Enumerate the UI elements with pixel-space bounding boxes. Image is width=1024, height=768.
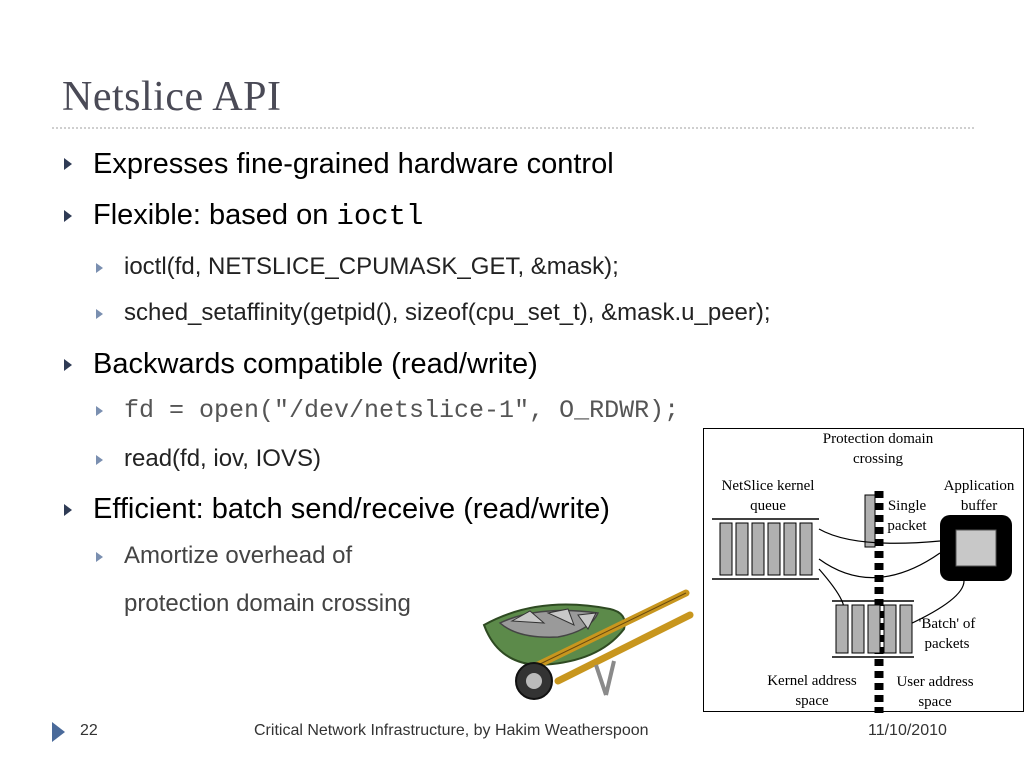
label-batch-packets: 'Batch' of packets bbox=[902, 614, 992, 654]
label-application-buffer: Application buffer bbox=[928, 476, 1024, 516]
label-kernel-address-space-line1: Kernel address bbox=[767, 673, 857, 689]
bullet-flexible-text: Flexible: based on bbox=[93, 199, 337, 231]
sub-bullet-arrow-icon bbox=[96, 309, 103, 319]
label-application-buffer-line1: Application bbox=[943, 478, 1015, 494]
label-batch-packets-line1: 'Batch' of bbox=[918, 616, 976, 632]
sub-bullet-amortize-line1: Amortize overhead of bbox=[124, 542, 353, 569]
sub-bullet-open-call: fd = open("/dev/netslice-1", O_RDWR); bbox=[124, 396, 680, 425]
label-kernel-address-space: Kernel address space bbox=[744, 671, 880, 711]
bullet-flexible: Flexible: based on ioctl bbox=[93, 199, 423, 233]
label-protection-domain-line1: Protection domain bbox=[822, 431, 934, 447]
footer-presentation-title: Critical Network Infrastructure, by Haki… bbox=[254, 722, 649, 739]
label-batch-packets-line2: packets bbox=[924, 636, 970, 652]
sub-bullet-arrow-icon bbox=[96, 406, 103, 416]
label-single-packet: Single packet bbox=[876, 496, 938, 536]
sub-bullet-ioctl-call: ioctl(fd, NETSLICE_CPUMASK_GET, &mask); bbox=[124, 253, 619, 280]
sub-bullet-arrow-icon bbox=[96, 455, 103, 465]
bullet-hardware-control: Expresses fine-grained hardware control bbox=[93, 148, 614, 180]
sub-bullet-amortize-line2: protection domain crossing bbox=[124, 590, 411, 617]
label-single-packet-line2: packet bbox=[887, 518, 927, 534]
label-kernel-queue-line2: queue bbox=[750, 498, 786, 514]
sub-bullet-setaffinity-call: sched_setaffinity(getpid(), sizeof(cpu_s… bbox=[124, 299, 771, 326]
bullet-arrow-icon bbox=[64, 504, 72, 516]
sub-bullet-arrow-icon bbox=[96, 263, 103, 273]
bullet-efficient: Efficient: batch send/receive (read/writ… bbox=[93, 493, 610, 525]
sub-bullet-read-call: read(fd, iov, IOVS) bbox=[124, 445, 321, 472]
label-protection-domain-line2: crossing bbox=[853, 451, 903, 467]
footer-page-number: 22 bbox=[80, 722, 98, 739]
label-user-address-space-line2: space bbox=[918, 694, 952, 710]
title-divider bbox=[52, 127, 974, 129]
wheelbarrow-icon bbox=[482, 589, 694, 700]
label-user-address-space-line1: User address bbox=[896, 674, 974, 690]
bullet-backwards-compatible: Backwards compatible (read/write) bbox=[93, 348, 538, 380]
label-kernel-queue: NetSlice kernel queue bbox=[702, 476, 834, 516]
label-application-buffer-line2: buffer bbox=[960, 498, 998, 514]
label-user-address-space: User address space bbox=[880, 672, 990, 712]
label-kernel-address-space-line2: space bbox=[795, 693, 829, 709]
footer-arrow-icon bbox=[52, 722, 65, 742]
sub-bullet-arrow-icon bbox=[96, 552, 103, 562]
slide-title: Netslice API bbox=[62, 74, 282, 120]
footer-date: 11/10/2010 bbox=[868, 722, 947, 739]
label-single-packet-line1: Single bbox=[887, 498, 927, 514]
bullet-arrow-icon bbox=[64, 210, 72, 222]
ioctl-code: ioctl bbox=[336, 200, 424, 233]
diagram-drawing bbox=[712, 491, 1012, 713]
label-protection-domain: Protection domain crossing bbox=[790, 429, 966, 469]
protection-domain-diagram: Protection domain crossing NetSlice kern… bbox=[702, 428, 1024, 713]
bullet-arrow-icon bbox=[64, 158, 72, 170]
label-kernel-queue-line1: NetSlice kernel bbox=[721, 478, 815, 494]
bullet-arrow-icon bbox=[64, 359, 72, 371]
